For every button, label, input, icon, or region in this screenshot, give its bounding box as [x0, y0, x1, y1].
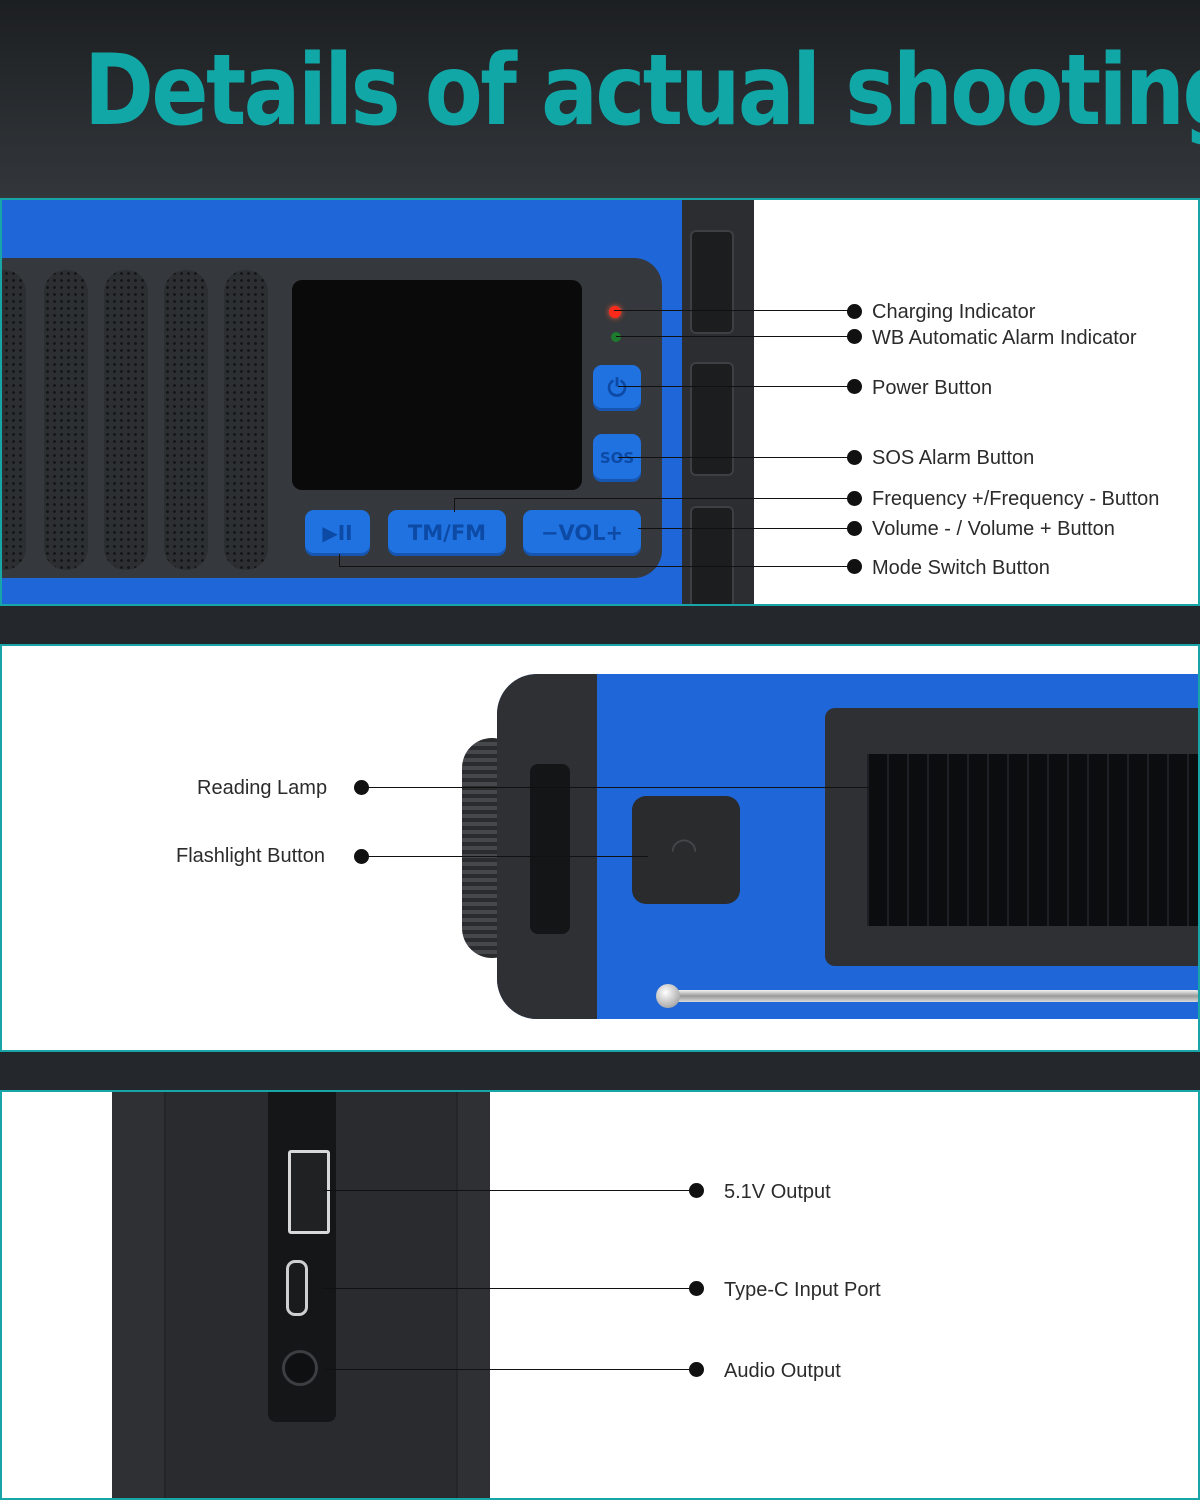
usb-port — [288, 1150, 330, 1234]
callout-line — [324, 1369, 696, 1370]
callout-dot — [689, 1281, 704, 1296]
label-mode-switch-button: Mode Switch Button — [872, 557, 1050, 579]
type-c-port — [286, 1260, 308, 1316]
callout-line — [618, 386, 854, 387]
label-type-c-input: Type-C Input Port — [724, 1279, 881, 1301]
speaker-grille — [104, 270, 148, 570]
panel-side-view: ◠ Reading Lamp Flashlight Button — [0, 644, 1200, 1052]
callout-line — [616, 336, 854, 337]
play-pause-button[interactable]: ▶II — [305, 510, 370, 556]
callout-line — [339, 566, 854, 567]
label-power-button: Power Button — [872, 377, 993, 399]
callout-line — [362, 787, 872, 788]
callout-dot — [847, 379, 862, 394]
side-key — [690, 506, 734, 604]
label-wb-alarm-indicator: WB Automatic Alarm Indicator — [872, 327, 1137, 349]
callout-dot — [354, 849, 369, 864]
panel-port-view: 5.1V Output Type-C Input Port Audio Outp… — [0, 1090, 1200, 1500]
label-charging-indicator: Charging Indicator — [872, 301, 1036, 323]
speaker-grille — [224, 270, 268, 570]
callout-line — [454, 498, 455, 512]
charging-led — [609, 306, 621, 318]
speaker-grille — [164, 270, 208, 570]
divider-strip — [0, 1052, 1200, 1090]
power-icon: ⏻ — [607, 374, 627, 402]
header-banner: Details of actual shooting — [0, 0, 1200, 198]
callout-dot — [847, 491, 862, 506]
flashlight-button[interactable]: ◠ — [632, 796, 740, 904]
solar-panel — [867, 754, 1198, 926]
callout-line — [614, 310, 854, 311]
volume-button[interactable]: −VOL+ — [523, 510, 641, 556]
flashlight-icon: ◠ — [670, 831, 698, 867]
sos-button[interactable]: SOS — [593, 434, 641, 482]
audio-jack — [282, 1350, 318, 1386]
label-audio-output: Audio Output — [724, 1360, 841, 1382]
callout-dot — [689, 1183, 704, 1198]
callout-dot — [847, 304, 862, 319]
tm-fm-button[interactable]: TM/FM — [388, 510, 506, 556]
antenna-tip — [656, 984, 680, 1008]
alarm-led — [611, 332, 621, 342]
callout-line — [618, 457, 854, 458]
speaker-grille — [2, 270, 26, 570]
label-reading-lamp: Reading Lamp — [197, 777, 328, 799]
antenna — [662, 990, 1198, 1002]
callout-line — [362, 856, 648, 857]
side-key — [690, 230, 734, 334]
callout-dot — [354, 780, 369, 795]
label-flashlight-button: Flashlight Button — [176, 845, 325, 867]
radio-front-image: ⏻ SOS ▶II TM/FM −VOL+ — [2, 200, 754, 604]
callout-line — [339, 554, 340, 566]
side-key — [690, 362, 734, 476]
label-5v-output: 5.1V Output — [724, 1181, 831, 1203]
page-title: Details of actual shooting — [84, 34, 1200, 148]
callout-line — [322, 1288, 696, 1289]
power-button[interactable]: ⏻ — [593, 365, 641, 411]
reading-lamp — [530, 764, 570, 934]
divider-strip — [0, 606, 1200, 644]
callout-line — [454, 498, 854, 499]
lcd-screen — [292, 280, 582, 490]
callout-dot — [847, 329, 862, 344]
callout-dot — [847, 521, 862, 536]
label-sos-alarm-button: SOS Alarm Button — [872, 447, 1035, 469]
callout-dot — [847, 450, 862, 465]
label-volume-button: Volume - / Volume + Button — [872, 518, 1115, 540]
callout-dot — [847, 559, 862, 574]
label-frequency-button: Frequency +/Frequency - Button — [872, 488, 1160, 510]
callout-line — [638, 528, 854, 529]
callout-line — [324, 1190, 696, 1191]
speaker-grille — [44, 270, 88, 570]
callout-dot — [689, 1362, 704, 1377]
panel-front-view: ⏻ SOS ▶II TM/FM −VOL+ Charging Indicator… — [0, 198, 1200, 606]
